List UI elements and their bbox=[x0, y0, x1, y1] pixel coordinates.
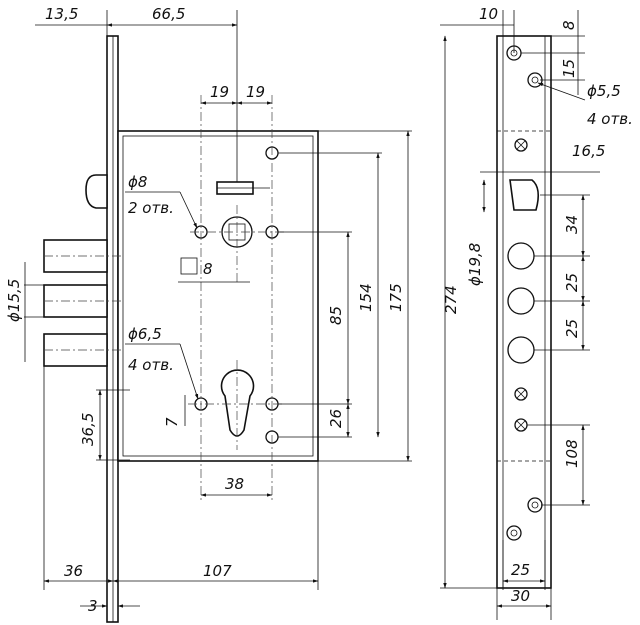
latch-diameter: ϕ19,8 bbox=[466, 243, 484, 286]
dim-cylinder-offset: 7 bbox=[163, 417, 181, 427]
dim-cylinder-width: 38 bbox=[225, 475, 244, 493]
cylinder-cutout bbox=[188, 360, 285, 450]
dim-top-left: 13,5 bbox=[45, 5, 78, 23]
dim-body-width: 107 bbox=[203, 562, 232, 580]
dim-15: 15 bbox=[560, 59, 578, 78]
bolt-faces bbox=[507, 242, 535, 364]
spindle-square: 8 bbox=[203, 260, 213, 278]
dim-backset: 36 bbox=[64, 562, 83, 580]
dim-v-175: 175 bbox=[387, 283, 405, 312]
bolt-diameter: ϕ15,5 bbox=[5, 279, 23, 322]
bolts bbox=[43, 239, 122, 367]
hole-count-upper: 2 отв. bbox=[128, 199, 174, 217]
dim-bottom-offset: 36,5 bbox=[79, 413, 97, 446]
dim-top-8: 8 bbox=[560, 20, 578, 30]
side-hole-count: 4 отв. bbox=[587, 110, 633, 128]
side-hole-diameter: ϕ5,5 bbox=[587, 82, 621, 100]
dim-spacing-right: 19 bbox=[246, 83, 265, 101]
hole-diameter-upper: ϕ8 bbox=[128, 173, 147, 191]
dim-108: 108 bbox=[563, 439, 581, 468]
front-view: 13,5 66,5 19 19 ϕ8 2 отв. 8 ϕ15,5 ϕ6,5 4… bbox=[5, 5, 412, 623]
dim-v-26: 26 bbox=[327, 409, 345, 428]
dim-spacing-left: 19 bbox=[210, 83, 229, 101]
dim-faceplate: 3 bbox=[88, 597, 98, 615]
dim-25-a: 25 bbox=[563, 273, 581, 292]
dim-width-10: 10 bbox=[479, 5, 498, 23]
hole-diameter-lower: ϕ6,5 bbox=[128, 325, 162, 343]
hole-count-lower: 4 отв. bbox=[128, 356, 174, 374]
spindle-hub bbox=[190, 205, 285, 282]
dim-25-b: 25 bbox=[563, 319, 581, 338]
dim-v-154: 154 bbox=[357, 283, 375, 312]
faceplate bbox=[106, 35, 119, 623]
lock-body bbox=[117, 130, 319, 462]
dim-bottom-25: 25 bbox=[511, 561, 530, 579]
dim-34: 34 bbox=[563, 215, 581, 234]
dim-total-274: 274 bbox=[442, 285, 460, 314]
latch bbox=[85, 174, 108, 209]
dim-top-body: 66,5 bbox=[152, 5, 185, 23]
dim-bottom-30: 30 bbox=[511, 587, 530, 605]
side-view: 10 8 15 ϕ5,5 4 отв. 16,5 ϕ19,8 34 25 25 … bbox=[440, 5, 633, 620]
latch-pin bbox=[216, 130, 270, 195]
dim-v-85: 85 bbox=[327, 306, 345, 325]
latch-front bbox=[509, 179, 540, 211]
dim-16-5: 16,5 bbox=[572, 142, 605, 160]
